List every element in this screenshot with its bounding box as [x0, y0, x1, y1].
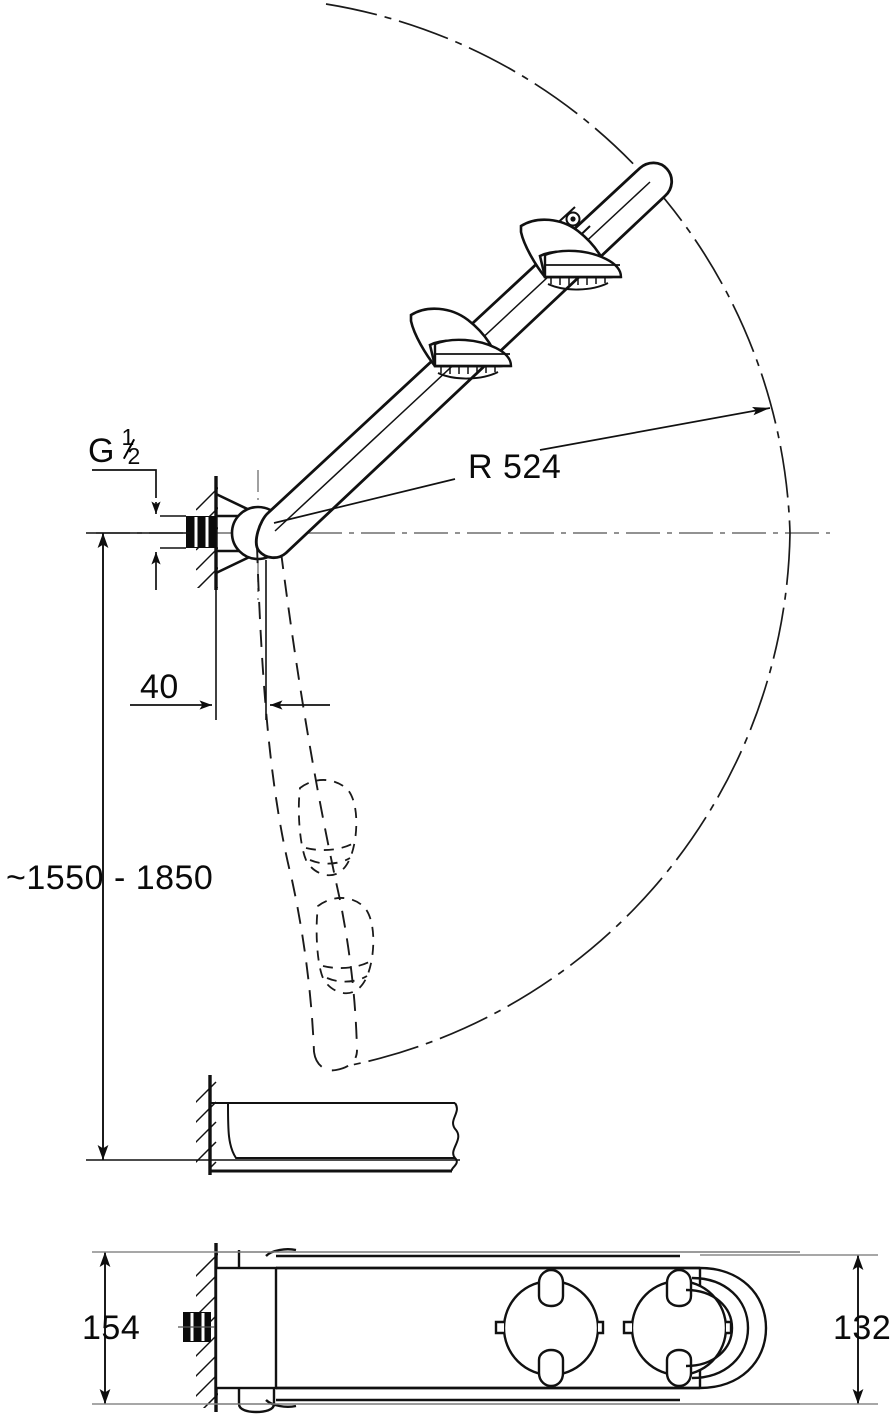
shower-head-lower-face — [433, 338, 513, 380]
thread-denominator: 2 — [127, 443, 141, 469]
bathtub-section — [196, 1075, 460, 1175]
plan-thread-connection — [178, 1312, 226, 1342]
thread-prefix: G — [88, 432, 115, 470]
dimension-label-wall-offset: 40 — [140, 668, 179, 706]
plan-end-cap — [685, 1266, 768, 1390]
dimension-132 — [700, 1254, 878, 1405]
dimension-mounting-height — [86, 532, 460, 1161]
dimension-label-plan-right-height: 132 — [833, 1309, 891, 1347]
thread-numerator: 1 — [121, 424, 135, 450]
dimension-label-radius: R 524 — [468, 448, 562, 486]
plan-shower-head-1 — [494, 1268, 605, 1388]
shower-head-lowered-phantom-lower — [315, 897, 375, 995]
dimension-40 — [130, 560, 330, 720]
thread-callout-leader — [92, 469, 161, 590]
plan-wall-escutcheon — [214, 1266, 278, 1390]
dimension-label-mounting-height: ~1550 - 1850 — [6, 859, 214, 897]
dimension-154 — [92, 1251, 216, 1405]
shower-head-upper-face — [543, 249, 623, 291]
shower-bar-lowered-phantom — [256, 532, 358, 1072]
plan-shower-head-2 — [622, 1268, 733, 1388]
swivel-arc — [325, 3, 791, 1066]
radius-leader-r524 — [273, 407, 771, 524]
dimension-label-plan-left-height: 154 — [82, 1309, 141, 1347]
thread-connection-g-half — [160, 515, 216, 549]
shower-head-lowered-phantom-upper — [297, 779, 358, 877]
